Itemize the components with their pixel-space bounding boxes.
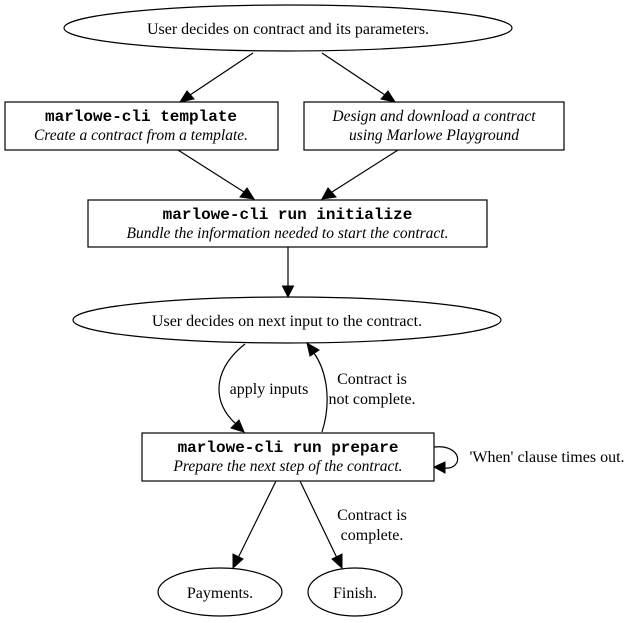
node-prepare: marlowe-cli run prepare Prepare the next…	[141, 432, 435, 482]
node-prepare-command: marlowe-cli run prepare	[178, 439, 399, 457]
node-initialize: marlowe-cli run initialize Bundle the in…	[87, 199, 488, 248]
edge-prepare-to-payments	[232, 480, 277, 570]
node-decide-input: User decides on next input to the contra…	[72, 296, 502, 344]
node-template: marlowe-cli template Create a contract f…	[4, 101, 279, 151]
node-decide-input-label: User decides on next input to the contra…	[152, 313, 422, 330]
edge-label-not-complete-line2: not complete.	[328, 391, 415, 408]
node-prepare-description: Prepare the next step of the contract.	[172, 458, 402, 475]
node-template-description: Create a contract from a template.	[34, 127, 248, 144]
edge-decide-to-playground	[321, 52, 397, 103]
edge-apply-inputs	[218, 343, 246, 433]
node-initialize-description: Bundle the information needed to start t…	[126, 225, 448, 242]
node-template-command: marlowe-cli template	[45, 108, 237, 126]
node-initialize-command: marlowe-cli run initialize	[163, 206, 413, 224]
node-playground: Design and download a contract using Mar…	[303, 101, 565, 151]
edge-label-not-complete-line1: Contract is	[337, 371, 407, 388]
node-decide-contract-label: User decides on contract and its paramet…	[147, 21, 429, 38]
edge-when-timeout-loop	[432, 446, 459, 474]
edge-template-to-initialize	[177, 149, 256, 200]
edge-label-complete-line1: Contract is	[337, 507, 407, 524]
node-payments: Payments.	[157, 567, 283, 617]
node-payments-label: Payments.	[187, 585, 253, 602]
node-finish-label: Finish.	[333, 585, 377, 602]
edge-label-when-timeout: 'When' clause times out.	[469, 449, 624, 466]
edge-decide-to-template	[178, 52, 254, 103]
edge-not-complete	[306, 341, 328, 433]
node-finish: Finish.	[307, 567, 403, 617]
node-decide-contract: User decides on contract and its paramet…	[63, 4, 513, 52]
edge-playground-to-initialize	[321, 149, 399, 200]
node-playground-line1: Design and download a contract	[331, 108, 536, 125]
edge-initialize-to-decide-input	[281, 247, 295, 299]
node-playground-line2: using Marlowe Playground	[349, 127, 519, 144]
edge-label-complete-line2: complete.	[341, 527, 404, 544]
edge-label-apply-inputs: apply inputs	[230, 381, 309, 398]
edge-prepare-to-finish	[299, 480, 343, 570]
